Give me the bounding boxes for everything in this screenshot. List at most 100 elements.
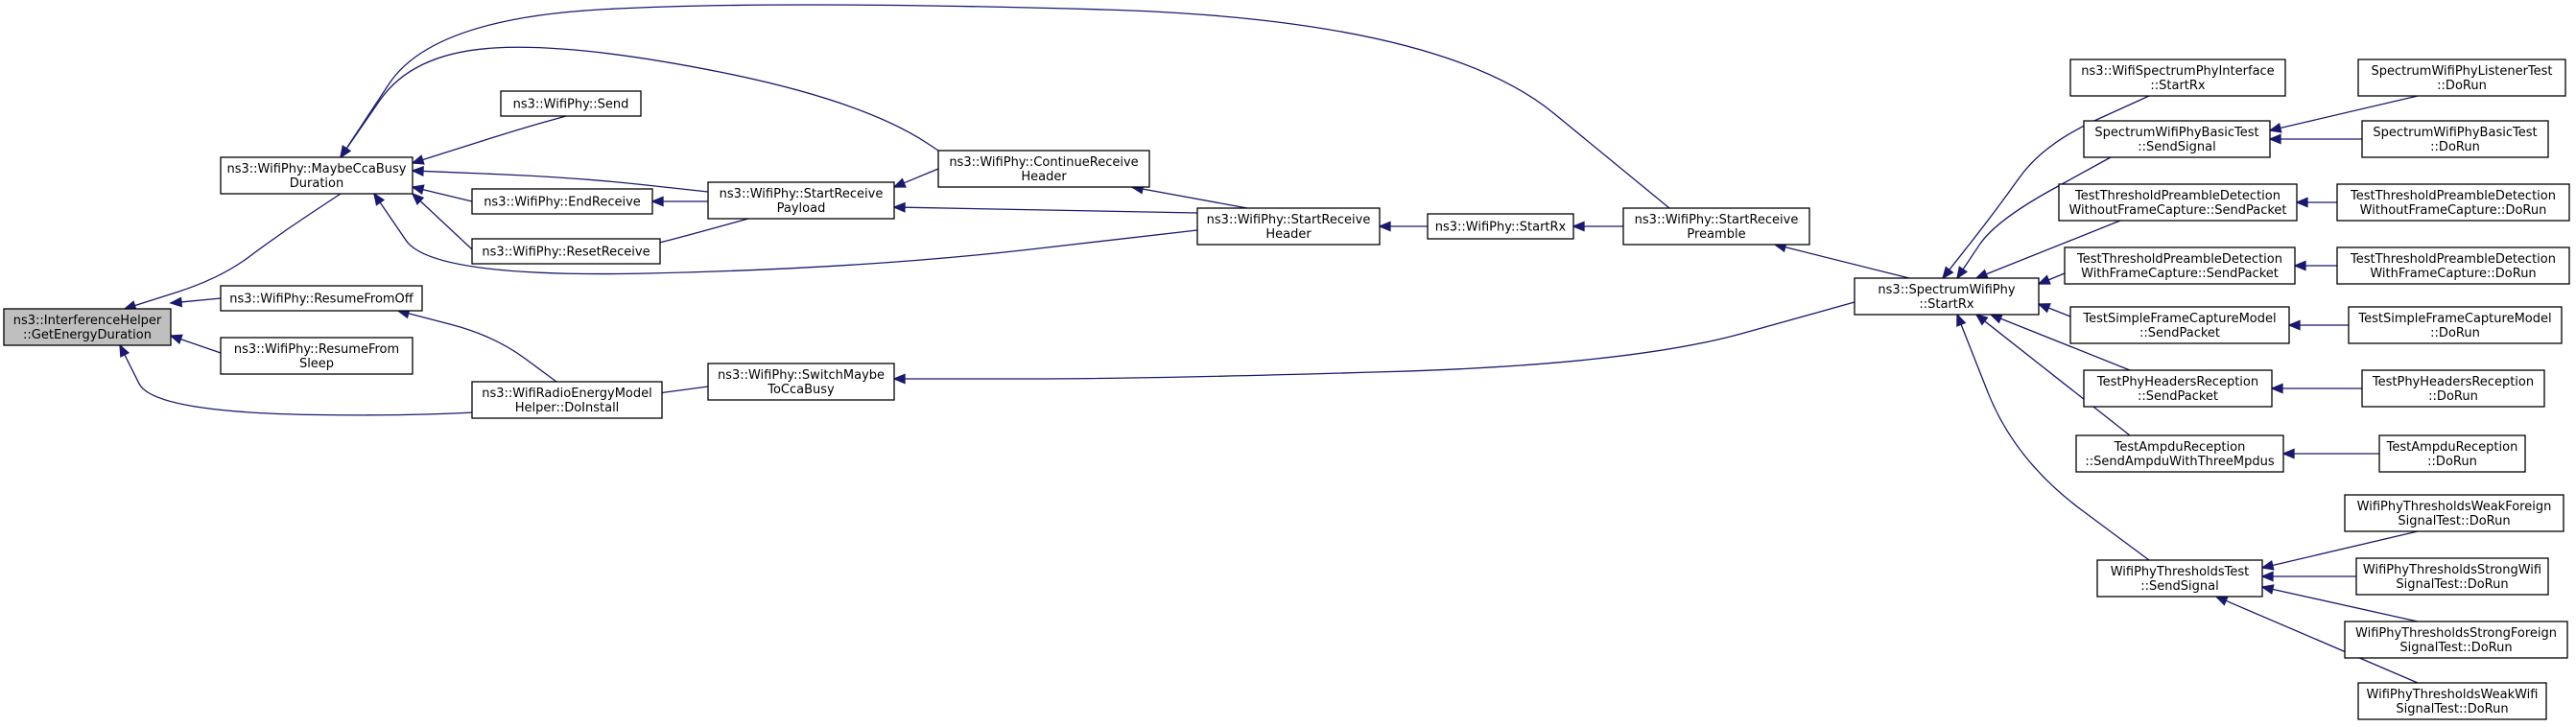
node-label-line: SpectrumWifiPhyBasicTest: [2373, 126, 2537, 140]
node-label-line: ns3::WifiSpectrumPhyInterface: [2081, 64, 2274, 79]
node-label-line: WithoutFrameCapture::DoRun: [2360, 203, 2547, 218]
node-label-line: TestThresholdPreambleDetection: [2350, 252, 2556, 267]
node-weakwifi[interactable]: WifiPhyThresholdsWeakWifiSignalTest::DoR…: [2357, 682, 2547, 720]
node-resumeoff[interactable]: ns3::WifiPhy::ResumeFromOff: [220, 285, 423, 312]
edge-hdrrun-to-hdrsend: [2270, 383, 2362, 394]
edge-arrowhead: [411, 154, 425, 165]
edge-arrowhead: [2260, 584, 2275, 595]
edge-line: [1985, 220, 2121, 275]
node-label-line: ns3::WifiPhy::StartReceive: [1635, 213, 1799, 227]
node-strongforeign[interactable]: WifiPhyThresholdsStrongForeignSignalTest…: [2344, 621, 2568, 659]
node-startrx[interactable]: ns3::WifiPhy::StartRx: [1427, 213, 1574, 240]
edge-arrowhead: [1974, 313, 1989, 326]
node-resetrx[interactable]: ns3::WifiPhy::ResetReceive: [471, 238, 661, 265]
node-label-line: ns3::WifiPhy::ContinueReceive: [949, 155, 1138, 170]
node-label-line: TestPhyHeadersReception: [2372, 375, 2534, 389]
node-label-line: ns3::InterferenceHelper: [13, 314, 162, 328]
node-simplesend[interactable]: TestSimpleFrameCaptureModel::SendPacket: [2069, 306, 2290, 344]
node-box: [3, 308, 172, 346]
node-label-line: ns3::WifiPhy::MaybeCcaBusy: [227, 162, 407, 176]
node-simplerun[interactable]: TestSimpleFrameCaptureModel::DoRun: [2348, 306, 2563, 344]
edge-arrowhead: [2268, 133, 2281, 145]
node-label-line: WithFrameCapture::DoRun: [2370, 267, 2536, 281]
edge-line: [422, 188, 473, 202]
node-label-line: ::SendSignal: [2138, 140, 2215, 154]
node-hdrrun[interactable]: TestPhyHeadersReception::DoRun: [2361, 369, 2545, 408]
edge-arrowhead: [2293, 260, 2306, 271]
node-box: [2378, 434, 2526, 473]
node-box: [2361, 369, 2545, 408]
node-energy[interactable]: ns3::WifiRadioEnergyModelHelper::DoInsta…: [471, 381, 663, 419]
node-ampdurun[interactable]: TestAmpduReception::DoRun: [2378, 434, 2526, 473]
node-send[interactable]: ns3::WifiPhy::Send: [500, 90, 642, 117]
edge-simplesend-to-spectrumrx: [2037, 303, 2071, 317]
edge-basicrun-to-basicsend: [2268, 133, 2362, 145]
node-label-line: ns3::WifiPhy::SwitchMaybe: [718, 368, 885, 383]
edge-fcsend-to-spectrumrx: [2037, 272, 2066, 285]
edge-line: [180, 338, 222, 354]
edge-ampdurun-to-ampdusend: [2281, 448, 2379, 459]
edge-arrowhead: [650, 196, 664, 207]
node-nofcsend[interactable]: TestThresholdPreambleDetectionWithoutFra…: [2058, 183, 2298, 222]
edge-arrowhead: [1378, 221, 1391, 232]
node-nofcrun[interactable]: TestThresholdPreambleDetectionWithoutFra…: [2336, 183, 2570, 222]
node-label-line: WifiPhyThresholdsStrongWifi: [2363, 563, 2541, 577]
node-box: [220, 285, 423, 312]
node-label-line: SignalTest::DoRun: [2399, 641, 2512, 655]
node-label-line: Header: [1021, 170, 1067, 184]
call-nodes: ns3::InterferenceHelper::GetEnergyDurati…: [3, 59, 2570, 720]
node-ampdusend[interactable]: TestAmpduReception::SendAmpduWithThreeMp…: [2075, 434, 2284, 473]
node-root[interactable]: ns3::InterferenceHelper::GetEnergyDurati…: [3, 308, 172, 346]
node-label-line: ::SendPacket: [2139, 326, 2220, 340]
node-box: [2344, 621, 2568, 659]
node-listenerrun[interactable]: SpectrumWifiPhyListenerTest::DoRun: [2357, 59, 2566, 97]
node-endrx[interactable]: ns3::WifiPhy::EndReceive: [471, 188, 653, 215]
edge-arrowhead: [411, 166, 424, 176]
node-label-line: ::GetEnergyDuration: [23, 328, 152, 342]
node-spectrumrx[interactable]: ns3::SpectrumWifiPhy::StartRx: [1854, 277, 2040, 316]
edge-weakforeign-to-thrsend: [2260, 530, 2419, 571]
node-basicsend[interactable]: SpectrumWifiPhyBasicTest::SendSignal: [2083, 120, 2271, 158]
edge-arrowhead: [1989, 314, 2003, 324]
edge-arrowhead: [1956, 313, 1967, 327]
node-label-line: ns3::WifiPhy::EndReceive: [484, 196, 641, 210]
node-box: [2069, 59, 2286, 97]
edge-arrowhead: [411, 192, 425, 205]
edge-endrx-to-maybe: [411, 184, 473, 202]
node-label-line: ::DoRun: [2430, 326, 2480, 340]
edge-arrowhead: [2037, 274, 2051, 285]
node-label-line: ns3::WifiPhy::ResumeFromOff: [229, 293, 414, 307]
node-label-line: TestThresholdPreambleDetection: [2076, 252, 2282, 267]
node-weakforeign[interactable]: WifiPhyThresholdsWeakForeignSignalTest::…: [2344, 494, 2564, 532]
node-label-line: ::DoRun: [2427, 455, 2477, 469]
node-box: [2357, 682, 2547, 720]
node-box: [1622, 207, 1810, 246]
node-label-line: WifiPhyThresholdsWeakForeign: [2357, 500, 2552, 514]
node-strongwifi[interactable]: WifiPhyThresholdsStrongWifiSignalTest::D…: [2355, 557, 2549, 596]
node-hdrsend[interactable]: TestPhyHeadersReception::SendPacket: [2083, 369, 2273, 408]
node-label-line: SpectrumWifiPhyListenerTest: [2371, 64, 2552, 79]
edge-arrowhead: [1941, 266, 1954, 280]
node-box: [2344, 494, 2564, 532]
node-label-line: ::SendPacket: [2138, 389, 2218, 404]
node-iface[interactable]: ns3::WifiSpectrumPhyInterface::StartRx: [2069, 59, 2286, 97]
edge-arrowhead: [340, 145, 351, 159]
node-label-line: TestAmpduReception: [2386, 440, 2518, 455]
node-fcsend[interactable]: TestThresholdPreambleDetectionWithFrameC…: [2064, 246, 2296, 285]
node-basicrun[interactable]: SpectrumWifiPhyBasicTest::DoRun: [2361, 120, 2549, 158]
edge-arrowhead: [2214, 596, 2229, 606]
edge-line: [345, 46, 994, 188]
node-thrsend[interactable]: WifiPhyThresholdsTest::SendSignal: [2096, 559, 2263, 598]
node-fcrun[interactable]: TestThresholdPreambleDetectionWithFrameC…: [2336, 246, 2570, 285]
node-box: [471, 188, 653, 215]
edge-line: [905, 301, 1855, 380]
edge-line: [180, 297, 222, 303]
edge-header-to-payload: [892, 201, 1198, 214]
